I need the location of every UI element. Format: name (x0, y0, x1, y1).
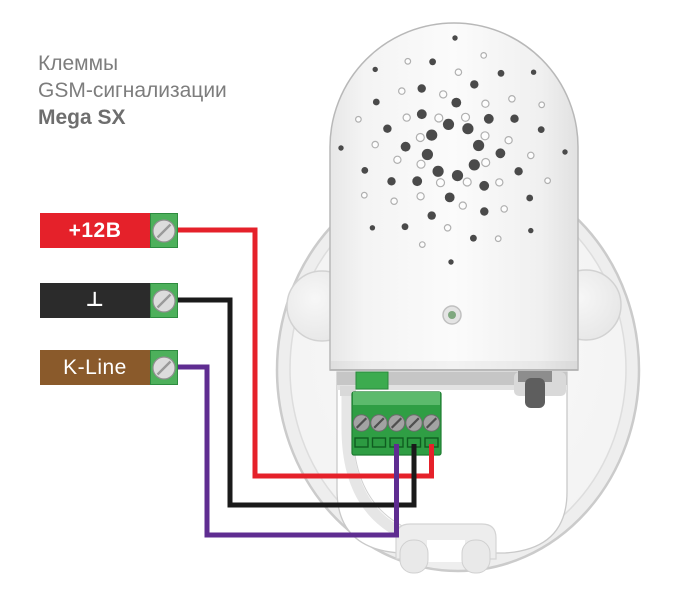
title-line-2: GSM-сигнализации (38, 79, 227, 102)
led-indicator (442, 305, 462, 325)
terminal-plus12v-screw (150, 213, 178, 248)
tamper-switch (514, 371, 566, 408)
wires (178, 227, 434, 538)
title-line-3: Mega SX (38, 106, 126, 129)
terminal-plus12v-label: +12В (40, 213, 150, 248)
screw-icon (152, 288, 176, 313)
terminal-ground-label: ⊥ (40, 283, 150, 318)
terminal-slots (354, 437, 439, 448)
screw-icon (152, 218, 176, 243)
ground-icon: ⊥ (85, 286, 105, 311)
wire-kline (178, 364, 399, 538)
terminal-kline: K-Line (40, 350, 178, 385)
speaker-grille (338, 35, 568, 265)
terminal-kline-label: K-Line (40, 350, 150, 385)
board-tab (355, 371, 389, 390)
terminal-screws (352, 414, 441, 432)
wire-ground (178, 297, 417, 508)
terminal-ground: ⊥ (40, 283, 178, 318)
terminal-ground-screw (150, 283, 178, 318)
title-line-1: Клеммы (38, 52, 119, 75)
wire-plus12v (178, 227, 434, 479)
cable-clamp-feet (395, 523, 497, 574)
screw-icon (152, 355, 176, 380)
diagram-title: Клеммы GSM-сигнализации Mega SX (38, 50, 227, 131)
terminal-block (351, 391, 442, 456)
terminal-plus12v: +12В (40, 213, 178, 248)
terminal-kline-screw (150, 350, 178, 385)
